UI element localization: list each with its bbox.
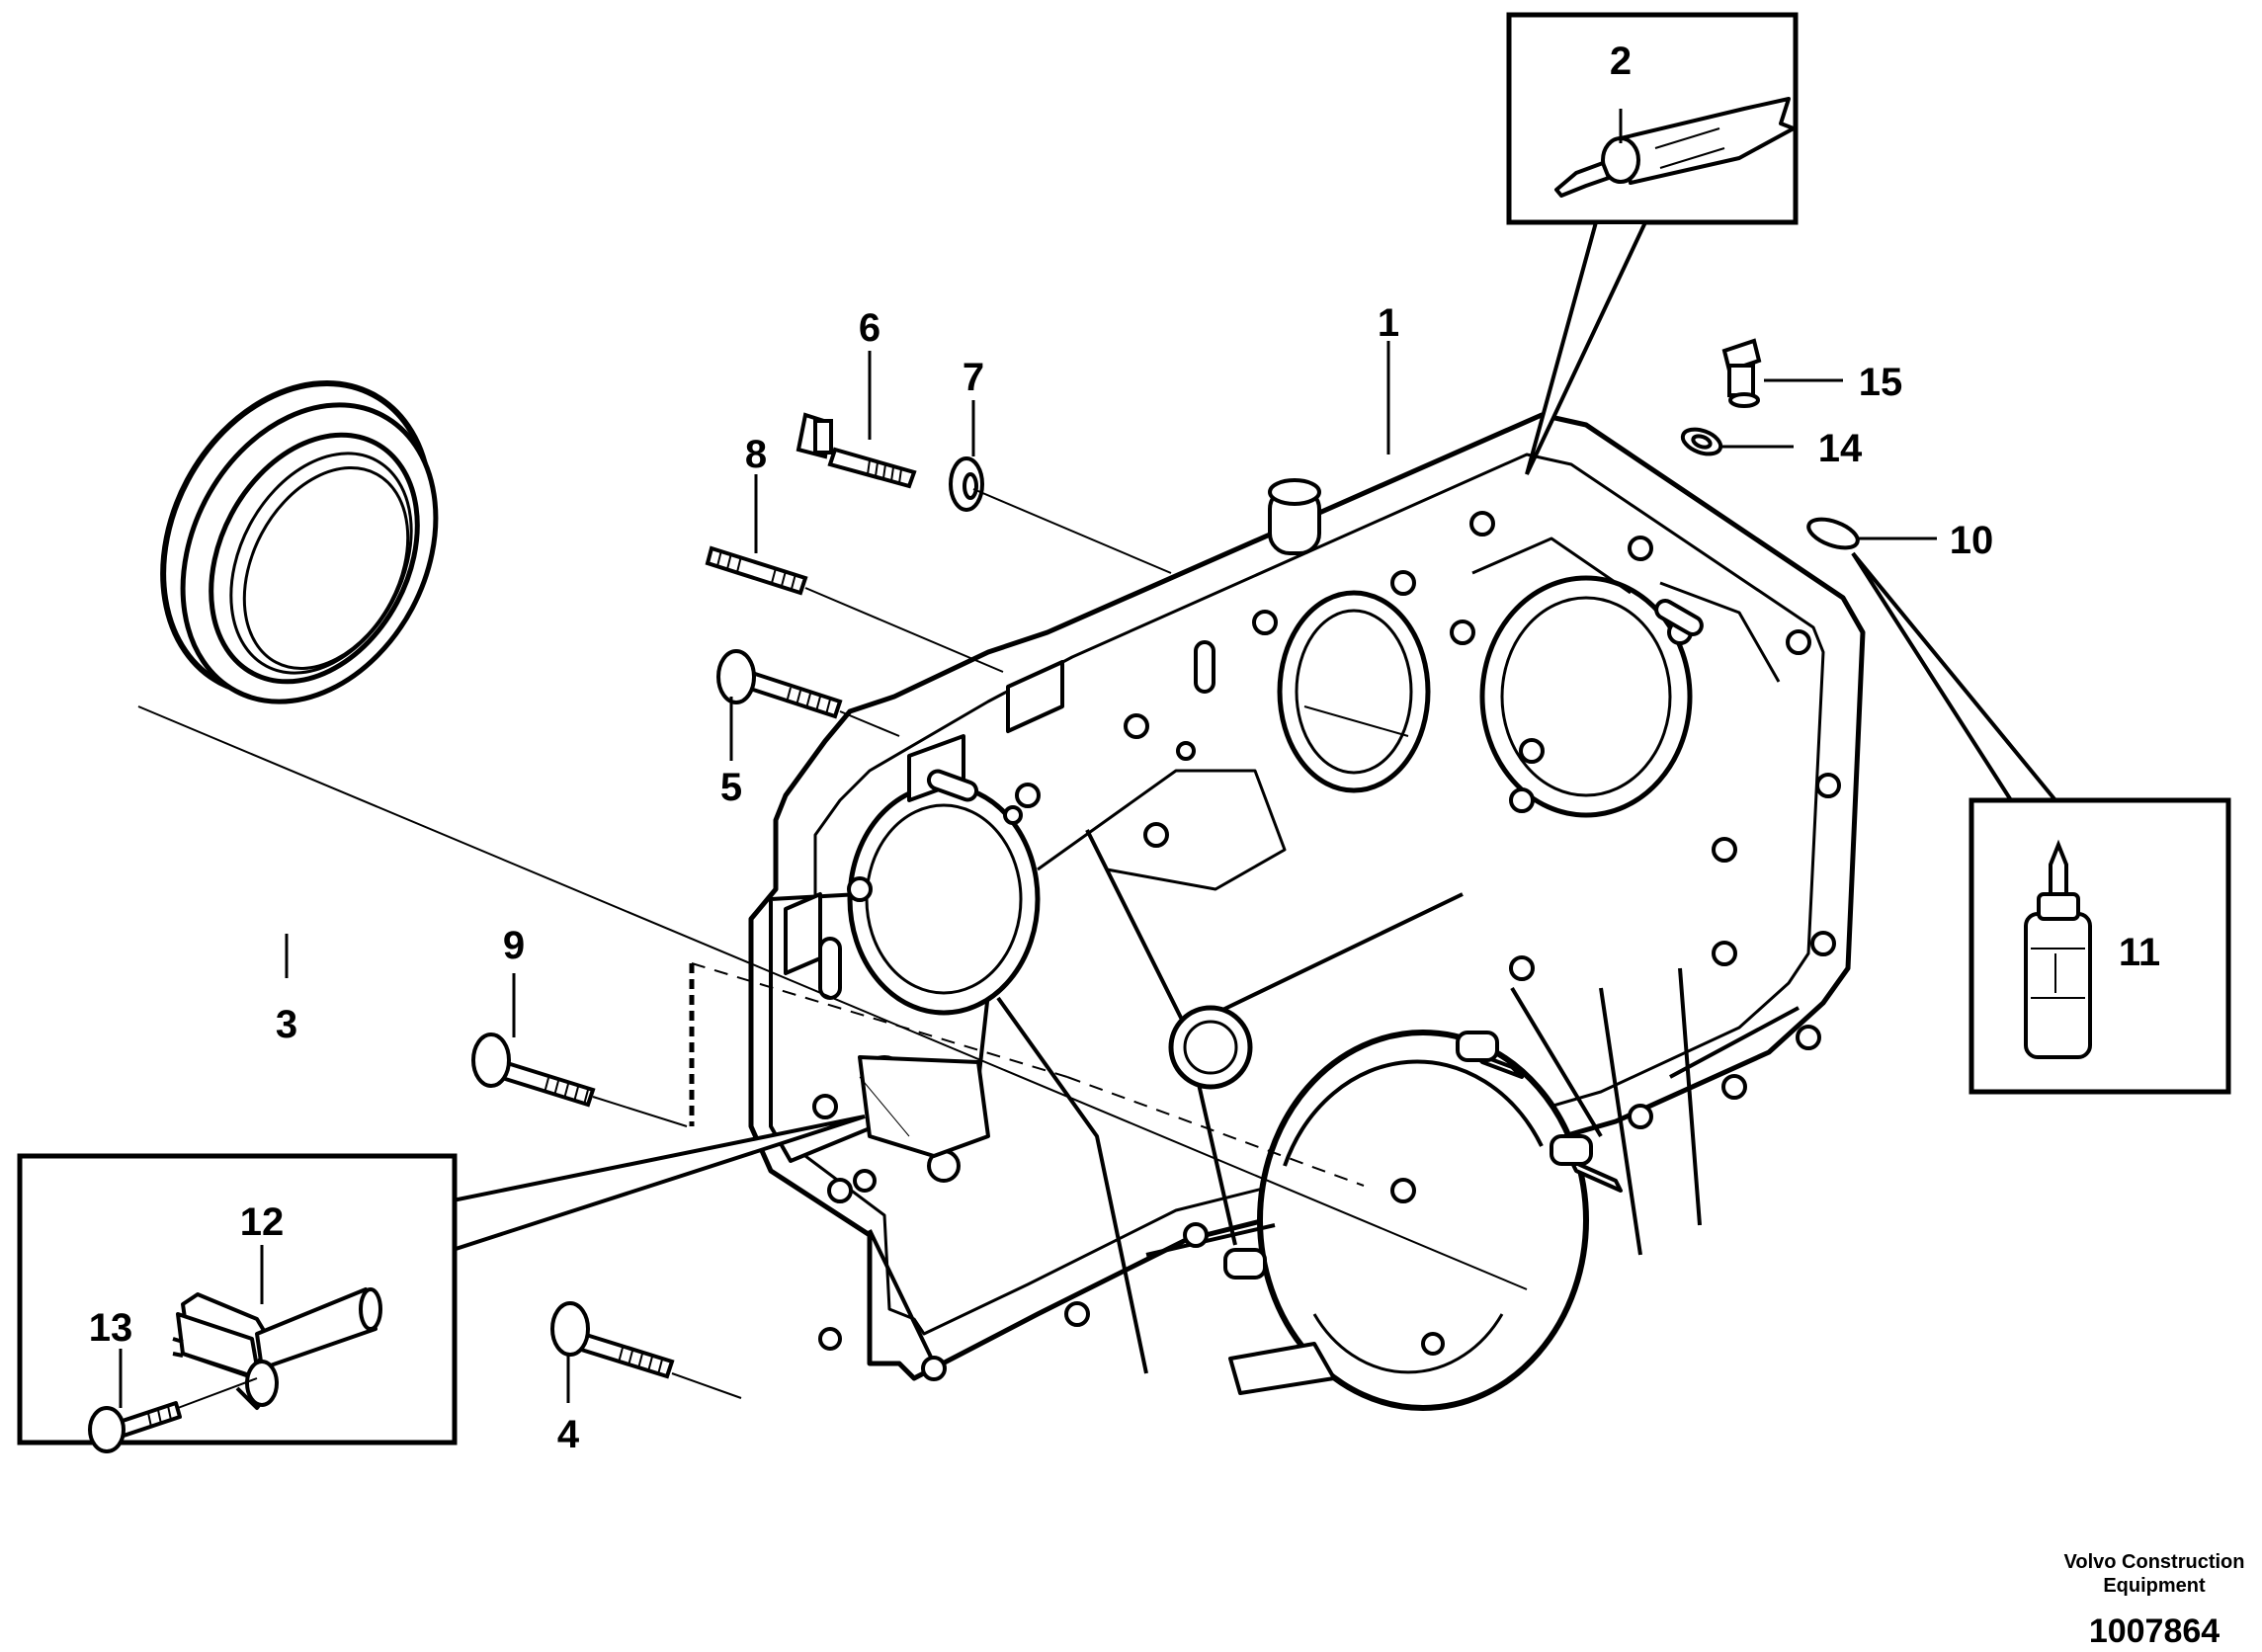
callout-8: 8 (745, 433, 767, 476)
leader-lines (137, 488, 1528, 1399)
bolt-9 (471, 1032, 596, 1108)
leader-2-wedge (1525, 220, 1649, 475)
sensor-detail (17, 1115, 866, 1453)
callout-numbers: 1 2 3 4 5 6 7 8 9 10 11 12 13 14 15 (89, 40, 2160, 1456)
callout-3: 3 (276, 1003, 297, 1046)
callout-1: 1 (1378, 301, 1399, 345)
bolt-4 (550, 1301, 675, 1379)
sealant-tube-detail (1506, 12, 1799, 475)
crankshaft-seal (160, 379, 439, 704)
plug-10 (1806, 517, 1860, 550)
brand-line-2: Equipment (2103, 1575, 2206, 1597)
callout-9: 9 (503, 924, 525, 967)
callout-14: 14 (1818, 427, 1863, 470)
callout-12: 12 (240, 1200, 285, 1244)
timing-gear-housing (748, 412, 1866, 1411)
bolt-6 (796, 412, 917, 489)
callout-6: 6 (859, 306, 880, 350)
callout-11: 11 (2119, 931, 2160, 974)
bolt-5 (716, 649, 843, 719)
drawing-number: 1007864 (2089, 1612, 2220, 1650)
plug-15 (1721, 338, 1762, 408)
adhesive-bottle-detail (1851, 551, 2231, 1095)
callout-10: 10 (1950, 519, 1994, 562)
callout-7: 7 (963, 356, 984, 399)
callout-15: 15 (1859, 361, 1903, 404)
callout-4: 4 (557, 1413, 580, 1456)
callout-5: 5 (720, 766, 742, 809)
stud-8 (705, 545, 808, 596)
footer: Volvo Construction Equipment 1007864 (2064, 1551, 2245, 1650)
washer-7 (949, 456, 984, 512)
washer-14 (1680, 427, 1723, 456)
brand-line-1: Volvo Construction (2064, 1551, 2245, 1573)
callout-13: 13 (89, 1306, 133, 1350)
callout-2: 2 (1610, 40, 1632, 83)
